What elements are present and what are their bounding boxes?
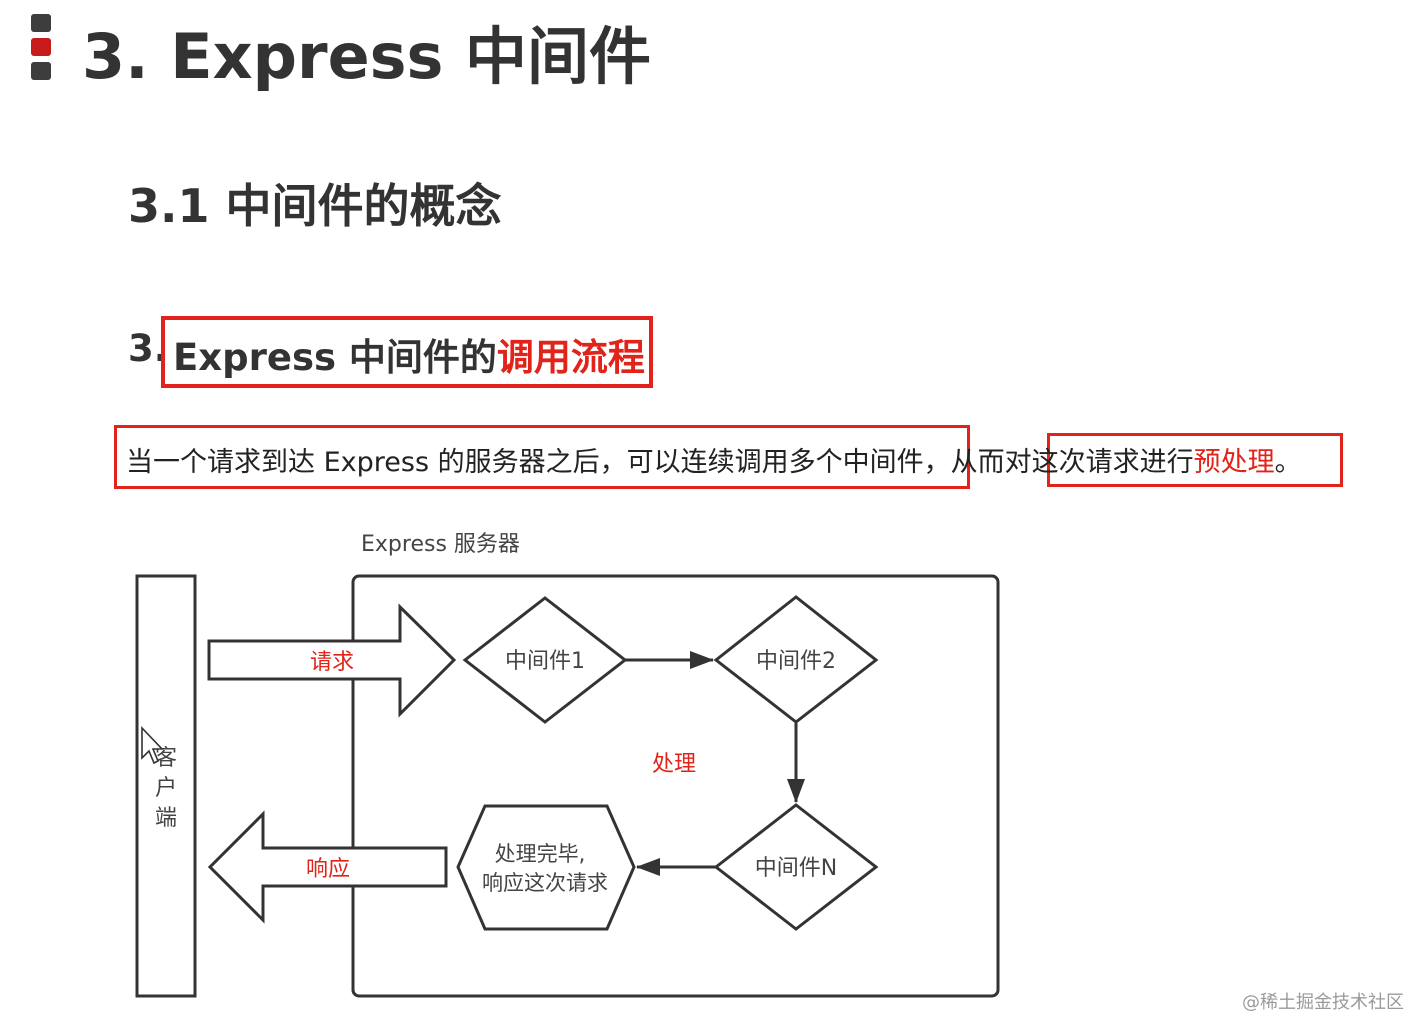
middleware-2-label: 中间件2 bbox=[756, 649, 836, 674]
page-title: 3. Express 中间件 bbox=[82, 20, 652, 93]
client-label-3: 端 bbox=[155, 806, 177, 831]
middleware-2-node bbox=[713, 595, 879, 724]
server-label: Express 服务器 bbox=[361, 532, 520, 557]
paragraph-highlight: 预处理 bbox=[1193, 447, 1275, 478]
heading-highlight-box bbox=[161, 316, 653, 388]
request-label: 请求 bbox=[310, 650, 354, 675]
paragraph-text-2: 对这次请求进行 bbox=[1004, 447, 1194, 478]
process-label: 处理 bbox=[652, 752, 696, 777]
client-label-2: 户 bbox=[155, 776, 177, 801]
middleware-n-node bbox=[713, 803, 879, 931]
watermark: @稀土掘金技术社区 bbox=[1242, 992, 1404, 1013]
done-label-line2: 响应这次请求 bbox=[482, 871, 608, 895]
paragraph-text-1: 当一个请求到达 Express 的服务器之后，可以连续调用多个中间件，从而 bbox=[126, 447, 1005, 478]
client-box bbox=[135, 574, 197, 998]
done-node bbox=[456, 804, 636, 931]
paragraph-highlight-box-2 bbox=[1047, 433, 1343, 487]
mouse-cursor-icon bbox=[141, 726, 164, 765]
middleware-1-label: 中间件1 bbox=[505, 649, 585, 674]
paragraph-end: 。 bbox=[1274, 447, 1302, 478]
client-label-1: 客 bbox=[155, 746, 177, 771]
paragraph-highlight-box-1 bbox=[114, 425, 970, 489]
subsection-heading-text: Express 中间件的 bbox=[173, 336, 497, 379]
response-label: 响应 bbox=[306, 857, 350, 882]
response-arrow bbox=[207, 810, 448, 924]
subsection-heading: Express 中间件的调用流程 bbox=[173, 327, 645, 381]
section-heading: 3.1 中间件的概念 bbox=[128, 179, 502, 233]
request-arrow bbox=[207, 603, 457, 718]
description-paragraph: 当一个请求到达 Express 的服务器之后，可以连续调用多个中间件，从而对这次… bbox=[126, 440, 1302, 479]
server-box bbox=[351, 574, 1000, 998]
done-label-line1: 处理完毕, bbox=[495, 842, 586, 866]
subsection-heading-highlight: 调用流程 bbox=[496, 336, 645, 379]
middleware-n-label: 中间件N bbox=[755, 856, 837, 881]
heading-bullet-icon bbox=[31, 14, 51, 80]
